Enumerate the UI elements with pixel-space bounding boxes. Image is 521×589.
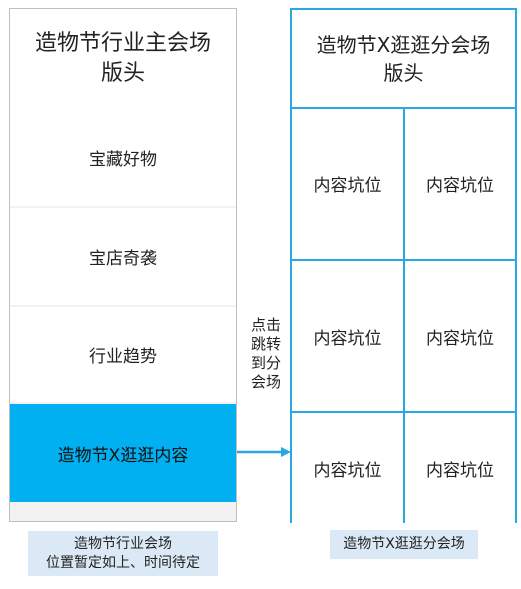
block-label: 行业趋势 bbox=[89, 347, 157, 367]
block-treasure-goods: 宝藏好物 bbox=[10, 109, 236, 206]
jump-annotation-line: 到分 bbox=[250, 354, 281, 372]
sub-venue-header-subtitle: 版头 bbox=[383, 60, 424, 85]
content-slot-label: 内容坑位 bbox=[313, 460, 382, 481]
caption-line: 造物节X逛逛分会场 bbox=[343, 536, 465, 552]
sub-venue-header: 造物节X逛逛分会场 版头 bbox=[292, 10, 515, 109]
main-venue-header: 造物节行业主会场 版头 bbox=[10, 9, 236, 110]
content-slot-label: 内容坑位 bbox=[426, 460, 494, 481]
grid-divider bbox=[292, 411, 515, 413]
content-slot: 内容坑位 bbox=[292, 261, 403, 411]
block-label: 宝藏好物 bbox=[89, 150, 157, 170]
content-slot-label: 内容坑位 bbox=[313, 328, 382, 349]
jump-annotation-line: 跳转 bbox=[250, 335, 281, 353]
caption-line: 造物节行业会场 bbox=[74, 536, 172, 552]
jump-annotation-line: 会场 bbox=[250, 373, 281, 391]
main-venue-wireframe: 造物节行业主会场 版头 宝藏好物 宝店奇袭 行业趋势 造物节X逛逛内容 bbox=[9, 8, 237, 522]
content-slot-label: 内容坑位 bbox=[426, 175, 494, 196]
main-venue-header-title: 造物节行业主会场 bbox=[34, 31, 211, 56]
main-venue-caption: 造物节行业会场 位置暂定如上、时间待定 bbox=[28, 531, 218, 576]
block-label: 造物节X逛逛内容 bbox=[57, 445, 189, 466]
block-guangguang-content[interactable]: 造物节X逛逛内容 bbox=[10, 404, 236, 502]
content-slot-label: 内容坑位 bbox=[313, 175, 382, 196]
block-shop-raid: 宝店奇袭 bbox=[10, 208, 236, 305]
sub-venue-wireframe: 造物节X逛逛分会场 版头 内容坑位 内容坑位 内容坑位 内容坑位 内容坑位 内容… bbox=[290, 8, 517, 523]
content-slot: 内容坑位 bbox=[292, 413, 403, 523]
jump-arrow-icon bbox=[237, 447, 291, 457]
content-slot: 内容坑位 bbox=[405, 261, 515, 411]
content-slot: 内容坑位 bbox=[405, 107, 515, 259]
content-slot-grid: 内容坑位 内容坑位 内容坑位 内容坑位 内容坑位 内容坑位 bbox=[292, 107, 515, 523]
content-slot: 内容坑位 bbox=[405, 413, 515, 523]
jump-annotation-line: 点击 bbox=[250, 316, 281, 334]
block-industry-trends: 行业趋势 bbox=[10, 307, 236, 402]
jump-annotation: 点击 跳转 到分 会场 bbox=[248, 316, 284, 392]
content-slot-label: 内容坑位 bbox=[426, 328, 494, 349]
grid-divider bbox=[292, 259, 515, 261]
sub-venue-caption: 造物节X逛逛分会场 bbox=[330, 530, 478, 559]
grid-divider bbox=[403, 107, 405, 523]
block-label: 宝店奇袭 bbox=[89, 249, 157, 269]
main-venue-header-subtitle: 版头 bbox=[100, 61, 145, 86]
sub-venue-header-title: 造物节X逛逛分会场 bbox=[316, 32, 491, 57]
content-slot: 内容坑位 bbox=[292, 107, 403, 259]
caption-line: 位置暂定如上、时间待定 bbox=[46, 555, 200, 571]
